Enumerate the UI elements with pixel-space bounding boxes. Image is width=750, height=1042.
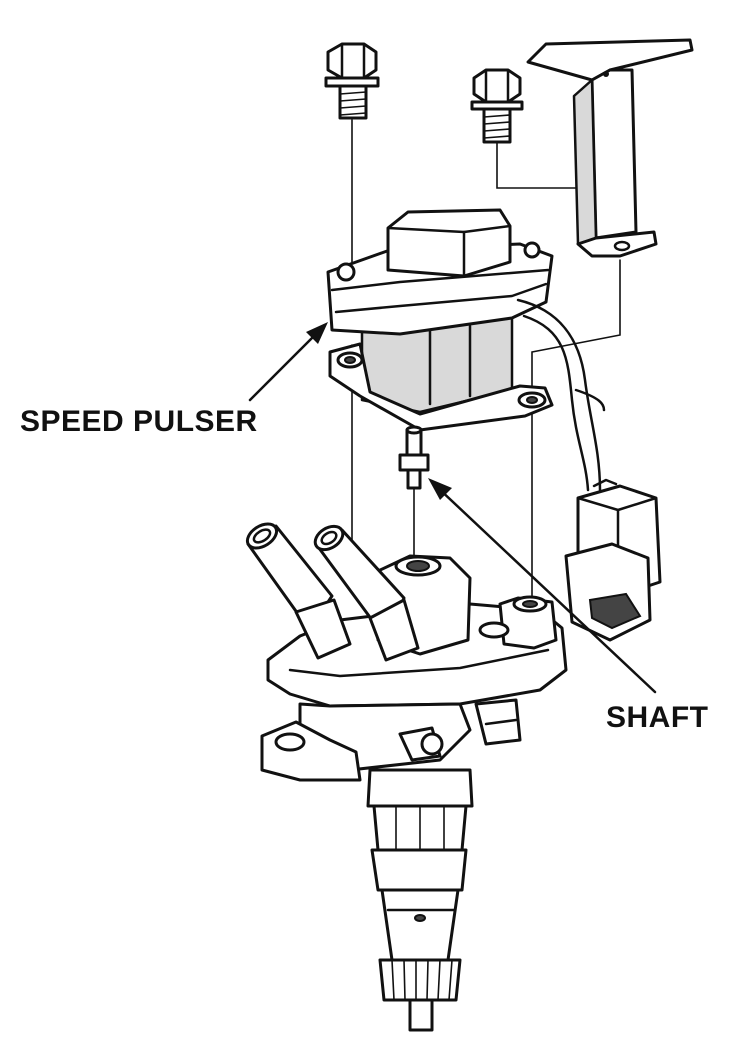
speed-pulser-callout-arrow xyxy=(248,322,328,402)
shaft-label: SHAFT xyxy=(606,701,709,734)
sensor-housing xyxy=(245,522,568,782)
right-flange-bolt xyxy=(470,68,524,144)
shaft-callout-arrow xyxy=(428,478,657,694)
wire-harness xyxy=(516,298,606,492)
driven-gear-shaft xyxy=(366,768,474,1032)
electrical-connector xyxy=(564,478,662,642)
speed-pulser-unit xyxy=(326,208,554,432)
left-flange-bolt xyxy=(324,42,380,120)
mounting-bracket xyxy=(526,38,694,258)
speed-pulser-label: SPEED PULSER xyxy=(20,405,258,438)
speed-pulser-shaft xyxy=(398,425,430,490)
